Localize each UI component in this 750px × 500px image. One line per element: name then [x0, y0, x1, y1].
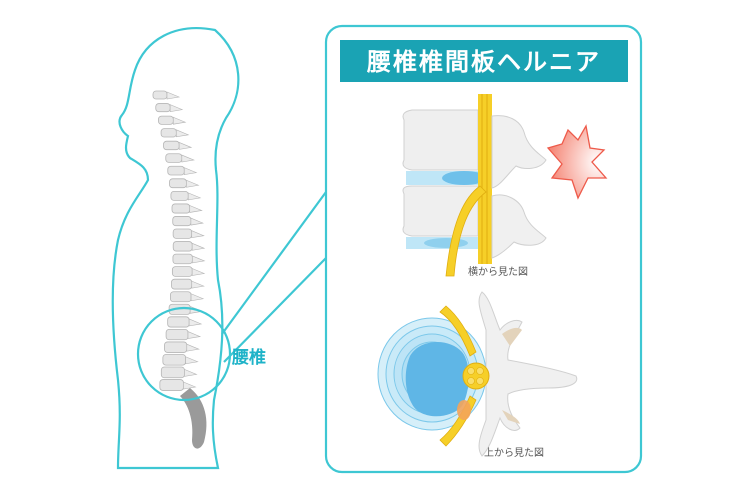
caption-top-view: 上から見た図 — [484, 447, 544, 459]
side-vertebra-upper — [403, 110, 478, 170]
vertebra — [168, 317, 190, 327]
vertebra — [156, 104, 170, 112]
cord-fiber-4 — [477, 378, 484, 385]
vertebra — [166, 154, 182, 163]
vertebra — [173, 229, 192, 238]
vertebra — [161, 129, 176, 137]
caption-side-view: 横から見た図 — [468, 265, 528, 278]
callout-line-top — [222, 192, 326, 334]
vertebra — [164, 141, 180, 150]
title-text: 腰椎椎間板ヘルニア — [366, 48, 601, 76]
vertebra — [164, 342, 186, 353]
vertebra — [160, 380, 184, 391]
side-disc-lower-core — [424, 238, 468, 248]
vertebra — [168, 166, 185, 175]
cord-fiber-1 — [468, 368, 475, 375]
spinal-cord-cross-section — [463, 363, 489, 389]
vertebra — [172, 204, 190, 213]
vertebra — [171, 191, 188, 200]
vertebra — [173, 254, 192, 264]
vertebra — [173, 216, 191, 225]
vertebra — [170, 292, 191, 302]
lumbar-label: 腰椎 — [232, 347, 266, 368]
cord-fiber-2 — [477, 368, 484, 375]
vertebra — [172, 267, 192, 277]
vertebra — [169, 179, 186, 188]
compression-highlight — [457, 400, 471, 420]
vertebra — [166, 329, 188, 339]
vertebra — [163, 354, 186, 365]
vertebra — [158, 116, 173, 124]
vertebra — [173, 242, 192, 252]
vertebra — [161, 367, 184, 378]
vertebra — [153, 91, 167, 99]
spinal-cord-side — [478, 94, 492, 264]
cord-fiber-3 — [468, 378, 475, 385]
vertebra — [172, 279, 192, 289]
